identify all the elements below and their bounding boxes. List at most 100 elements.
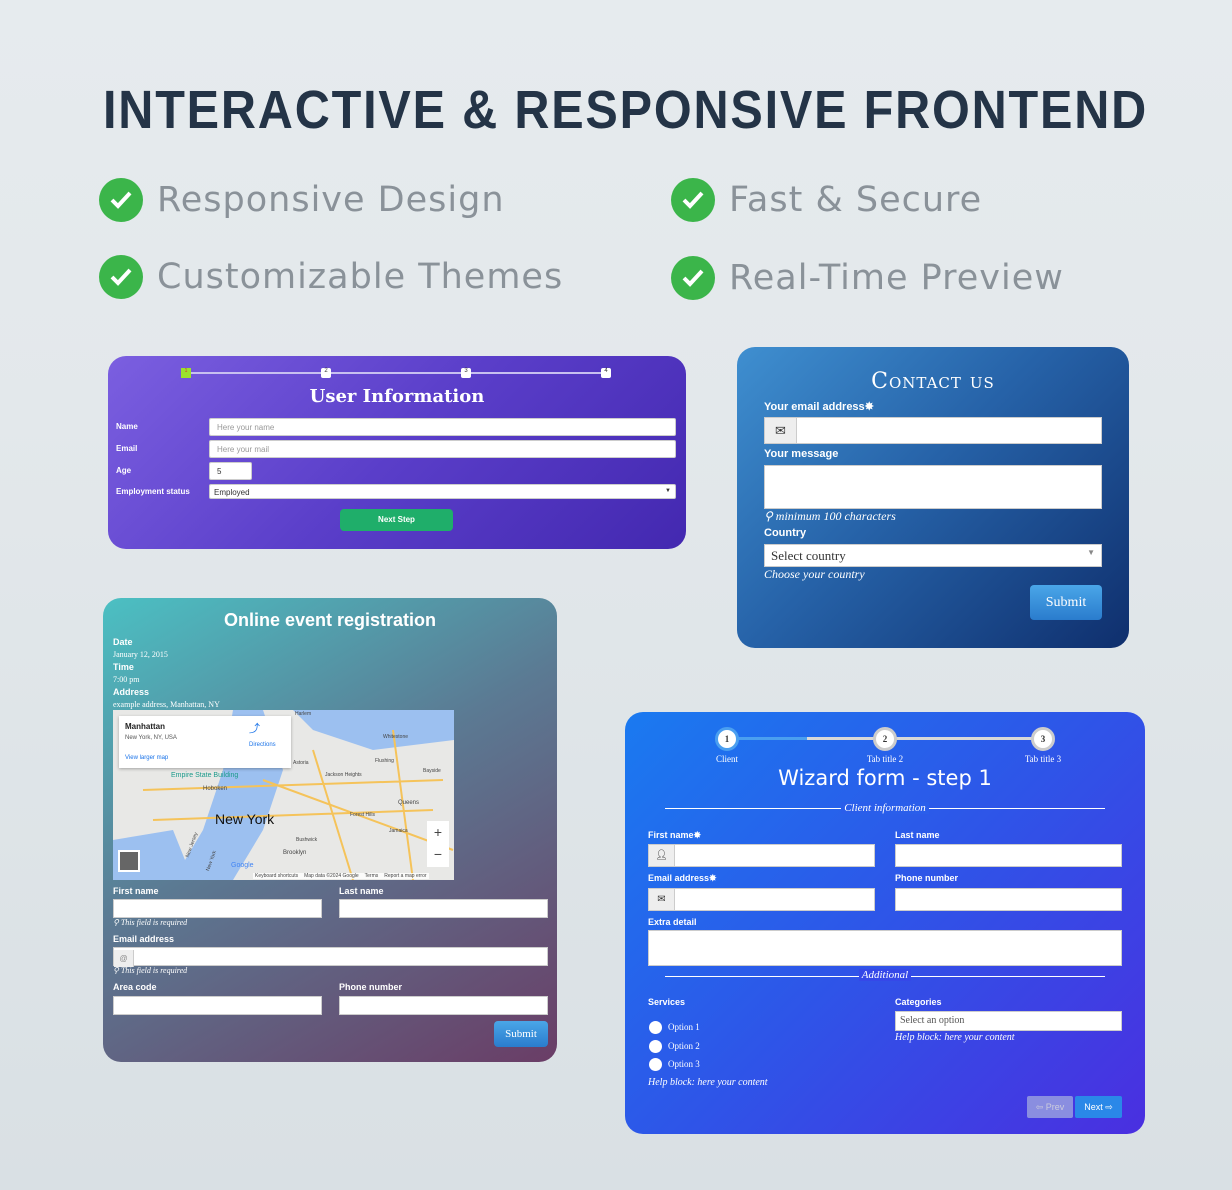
map-label: Jamaica <box>389 828 408 834</box>
map[interactable]: Manhattan New York, NY, USA View larger … <box>113 710 454 880</box>
feature-fast: Fast & Secure <box>671 178 982 222</box>
email-label: Your email address✸ <box>764 401 874 413</box>
message-help: ⚲ minimum 100 characters <box>764 509 896 523</box>
wizard-progress <box>727 737 807 740</box>
categories-select[interactable]: Select an option <box>895 1011 1122 1031</box>
submit-button[interactable]: Submit <box>494 1021 548 1047</box>
email-input[interactable]: ✉ <box>764 417 1102 444</box>
categories-label: Categories <box>895 997 942 1007</box>
phone-label: Phone number <box>339 982 403 992</box>
view-larger-map-link[interactable]: View larger map <box>125 755 169 761</box>
email-input[interactable]: @ <box>113 947 548 967</box>
map-place: Manhattan <box>125 722 165 731</box>
email-label: Email <box>116 444 138 453</box>
date-label: Date <box>113 637 133 647</box>
check-icon <box>671 178 715 222</box>
chevron-down-icon: ▼ <box>1087 548 1095 557</box>
last-name-input[interactable] <box>339 899 548 918</box>
zoom-in-icon[interactable]: + <box>433 824 443 840</box>
envelope-icon: ✉ <box>765 418 797 443</box>
google-logo: Google <box>231 862 254 869</box>
step-3[interactable]: 3 <box>461 368 471 378</box>
area-code-input[interactable] <box>113 996 322 1015</box>
last-name-label: Last name <box>339 886 384 896</box>
zoom-controls[interactable]: +− <box>427 821 449 867</box>
country-help: Choose your country <box>764 567 865 581</box>
radio-option-2[interactable]: Option 2 <box>649 1037 700 1056</box>
first-name-label: First name <box>113 886 159 896</box>
age-stepper[interactable]: 5 <box>209 462 252 480</box>
wizard-step-2[interactable]: 2 <box>873 727 897 751</box>
map-label: Whitestone <box>383 734 409 740</box>
prev-button[interactable]: ⇦ Prev <box>1027 1096 1073 1118</box>
feature-label: Customizable Themes <box>157 257 564 297</box>
step-4[interactable]: 4 <box>601 368 611 378</box>
map-label: Bayside <box>423 768 441 774</box>
wizard-step-3[interactable]: 3 <box>1031 727 1055 751</box>
contact-title: Contact us <box>871 369 995 394</box>
feature-label: Real-Time Preview <box>729 258 1064 298</box>
event-title: Online event registration <box>223 610 437 630</box>
at-icon: @ <box>114 950 134 967</box>
first-name-input[interactable] <box>113 899 322 918</box>
phone-input[interactable] <box>895 888 1122 911</box>
last-name-input[interactable] <box>895 844 1122 867</box>
map-label: Empire State Building <box>171 772 239 779</box>
map-label: Flushing <box>375 758 394 764</box>
feature-label: Fast & Secure <box>729 180 983 220</box>
map-label: Jackson Heights <box>325 772 362 778</box>
step-2[interactable]: 2 <box>321 368 331 378</box>
wizard-step-1[interactable]: 1 <box>715 727 739 751</box>
satellite-toggle[interactable] <box>118 850 140 872</box>
age-value: 5 <box>217 467 222 476</box>
user-information-form: 1 2 3 4 User Information Name Here your … <box>108 356 686 549</box>
radio-option-1[interactable]: Option 1 <box>649 1018 700 1037</box>
last-name-label: Last name <box>895 830 940 840</box>
next-button[interactable]: Next ⇨ <box>1075 1096 1122 1118</box>
next-step-button[interactable]: Next Step <box>340 509 453 531</box>
map-label: Brooklyn <box>283 850 307 856</box>
map-label: Hoboken <box>203 786 228 792</box>
map-label: Bushwick <box>296 837 318 843</box>
status-value: Employed <box>214 488 250 497</box>
directions-link[interactable]: Directions <box>249 742 276 748</box>
feature-responsive: Responsive Design <box>99 178 505 222</box>
first-name-input[interactable]: 👤︎ <box>648 844 875 867</box>
email-input[interactable]: Here your mail <box>209 440 676 458</box>
section-heading: Client information <box>625 802 1145 814</box>
area-code-label: Area code <box>113 982 157 992</box>
directions-icon[interactable]: ⤴ <box>249 723 260 735</box>
age-label: Age <box>116 466 132 475</box>
date-value: January 12, 2015 <box>113 650 168 659</box>
feature-themes: Customizable Themes <box>99 255 563 299</box>
address-label: Address <box>113 687 150 697</box>
extra-textarea[interactable] <box>648 930 1122 966</box>
email-input[interactable]: ✉ <box>648 888 875 911</box>
country-select[interactable]: Select country▼ <box>764 544 1102 567</box>
message-textarea[interactable] <box>764 465 1102 509</box>
status-select[interactable]: Employed ▼ <box>209 484 676 499</box>
step-1[interactable]: 1 <box>181 368 191 378</box>
step-label: Client <box>716 754 738 764</box>
phone-label: Phone number <box>895 873 959 883</box>
check-icon <box>99 255 143 299</box>
email-label: Email address✸ <box>648 873 717 883</box>
section-heading: Additional <box>625 969 1145 981</box>
categories-help: Help block: here your content <box>895 1032 1015 1043</box>
radio-option-3[interactable]: Option 3 <box>649 1055 700 1074</box>
envelope-icon: ✉ <box>649 889 675 910</box>
step-label: Tab title 3 <box>1024 754 1062 764</box>
address-value: example address, Manhattan, NY <box>113 700 220 709</box>
event-registration-form: Online event registration Date January 1… <box>103 598 557 1062</box>
name-input[interactable]: Here your name <box>209 418 676 436</box>
services-label: Services <box>648 997 686 1007</box>
submit-button[interactable]: Submit <box>1030 585 1102 620</box>
name-label: Name <box>116 422 138 431</box>
map-label: Forest Hills <box>350 812 376 818</box>
chevron-down-icon: ▼ <box>665 488 671 494</box>
step-label: Tab title 2 <box>866 754 904 764</box>
status-label: Employment status <box>116 487 190 496</box>
phone-input[interactable] <box>339 996 548 1015</box>
zoom-out-icon[interactable]: − <box>433 846 443 862</box>
map-place-sub: New York, NY, USA <box>125 735 177 741</box>
